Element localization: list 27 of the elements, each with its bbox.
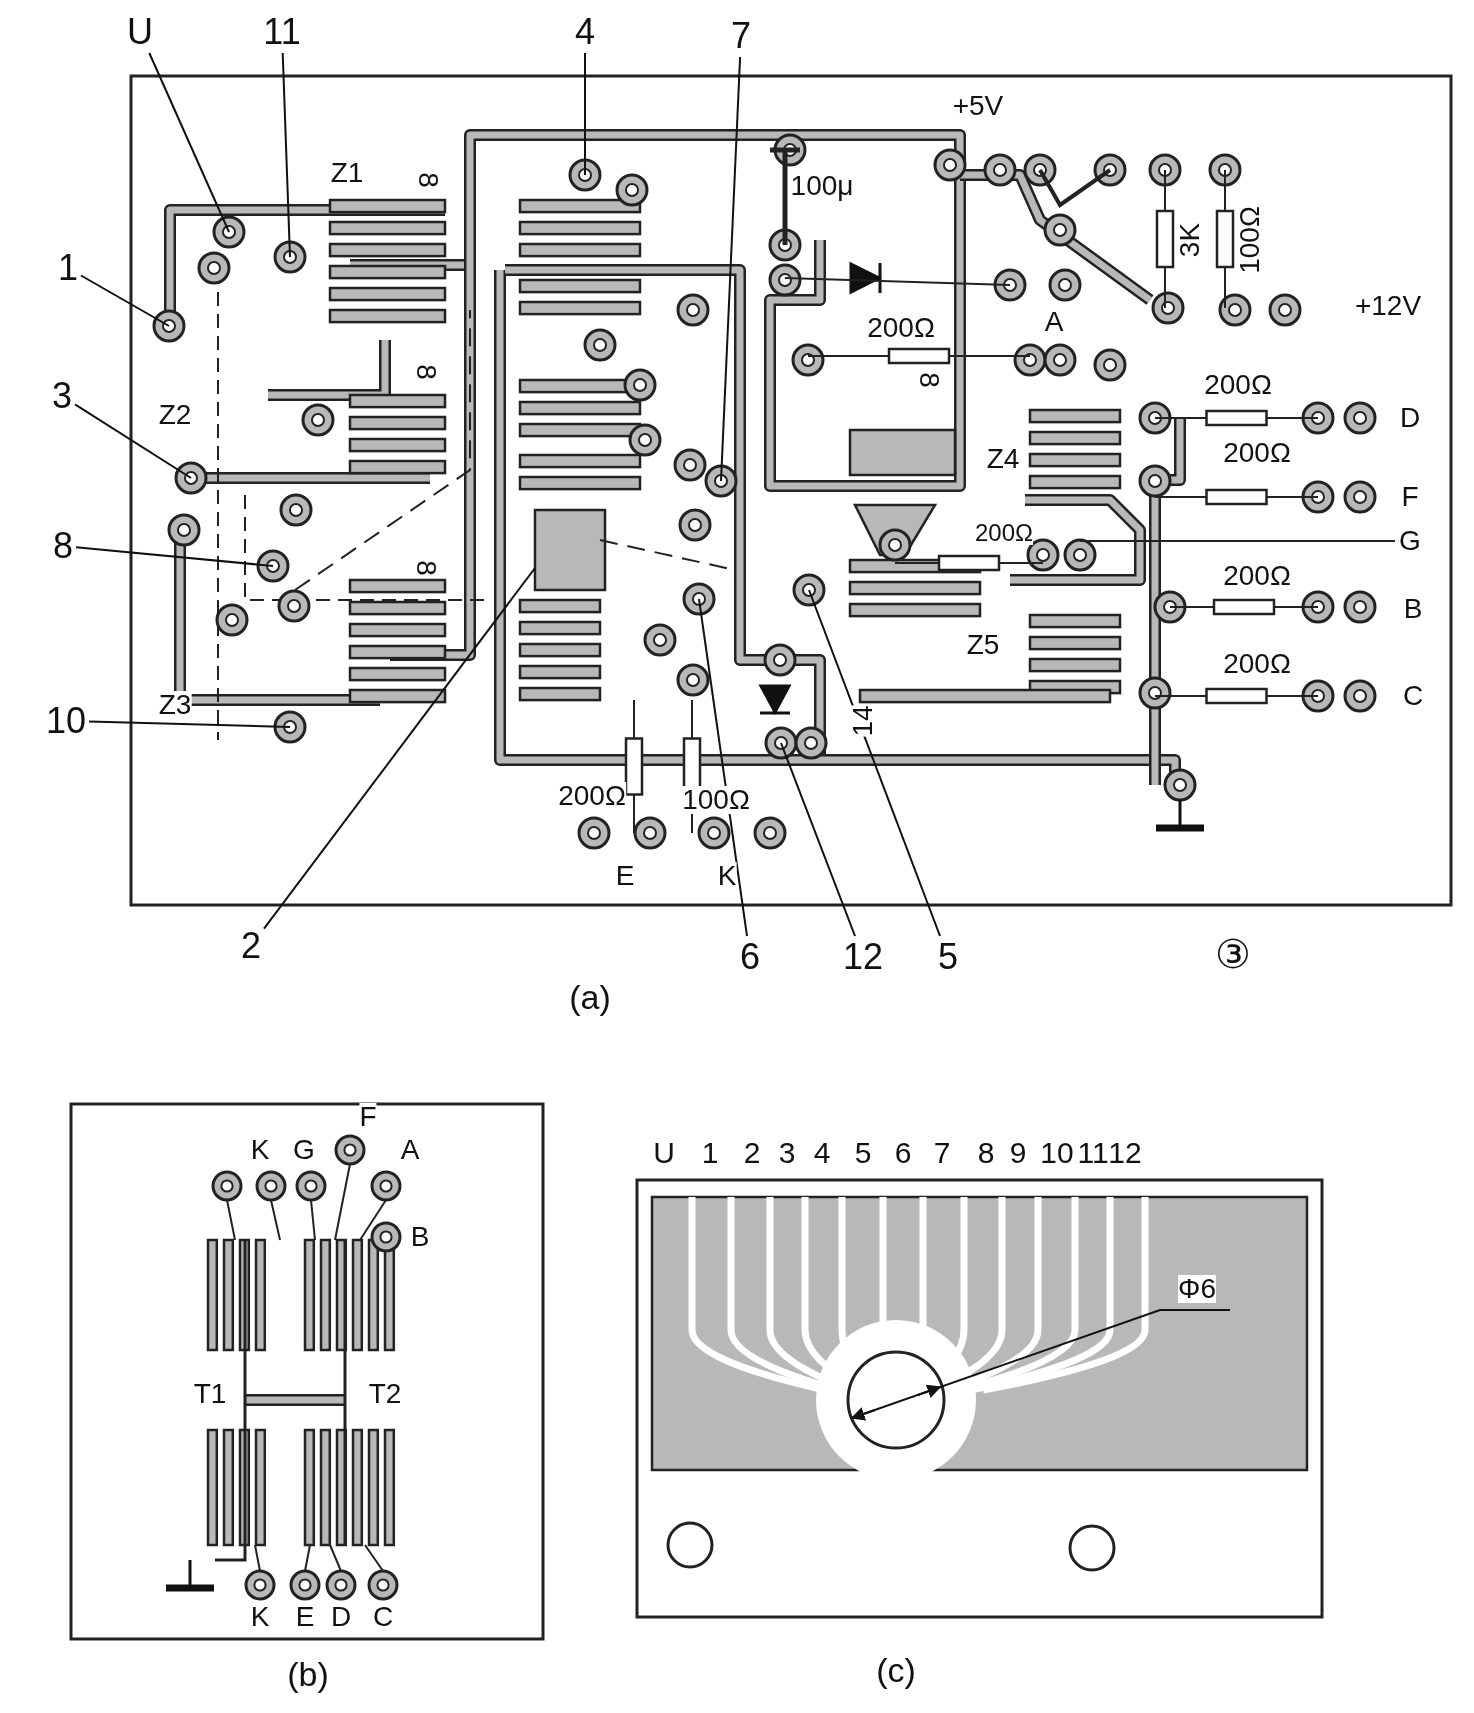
- callout-number: 3: [52, 378, 72, 414]
- leader-line: [780, 742, 856, 937]
- callout-number: 7: [731, 18, 751, 54]
- dimension-label: Φ6: [1178, 1275, 1216, 1303]
- leader-line: [88, 720, 291, 728]
- callout-number: 1: [58, 250, 78, 286]
- leader-line: [263, 567, 536, 930]
- callout-number: 4: [575, 14, 595, 50]
- callout-number: 6: [740, 939, 760, 975]
- callout-number: 2: [241, 928, 261, 964]
- leader-line: [74, 403, 192, 479]
- callout-number: 12: [843, 939, 883, 975]
- leader-line: [148, 52, 230, 233]
- callout-number: 10: [46, 703, 86, 739]
- callout-number: U: [127, 14, 153, 50]
- leader-line: [75, 546, 274, 567]
- leader-line: [584, 52, 586, 176]
- leader-line: [720, 56, 742, 482]
- callout-number: 8: [53, 528, 73, 564]
- leader-line: [281, 52, 291, 258]
- component-value: 200Ω: [975, 521, 1033, 545]
- callout-number: 5: [938, 939, 958, 975]
- leader-line: [80, 274, 170, 327]
- leader-line: [808, 589, 941, 937]
- leader-line: [698, 598, 748, 937]
- component-value: 100Ω: [682, 786, 750, 814]
- callout-number: 11: [263, 14, 301, 50]
